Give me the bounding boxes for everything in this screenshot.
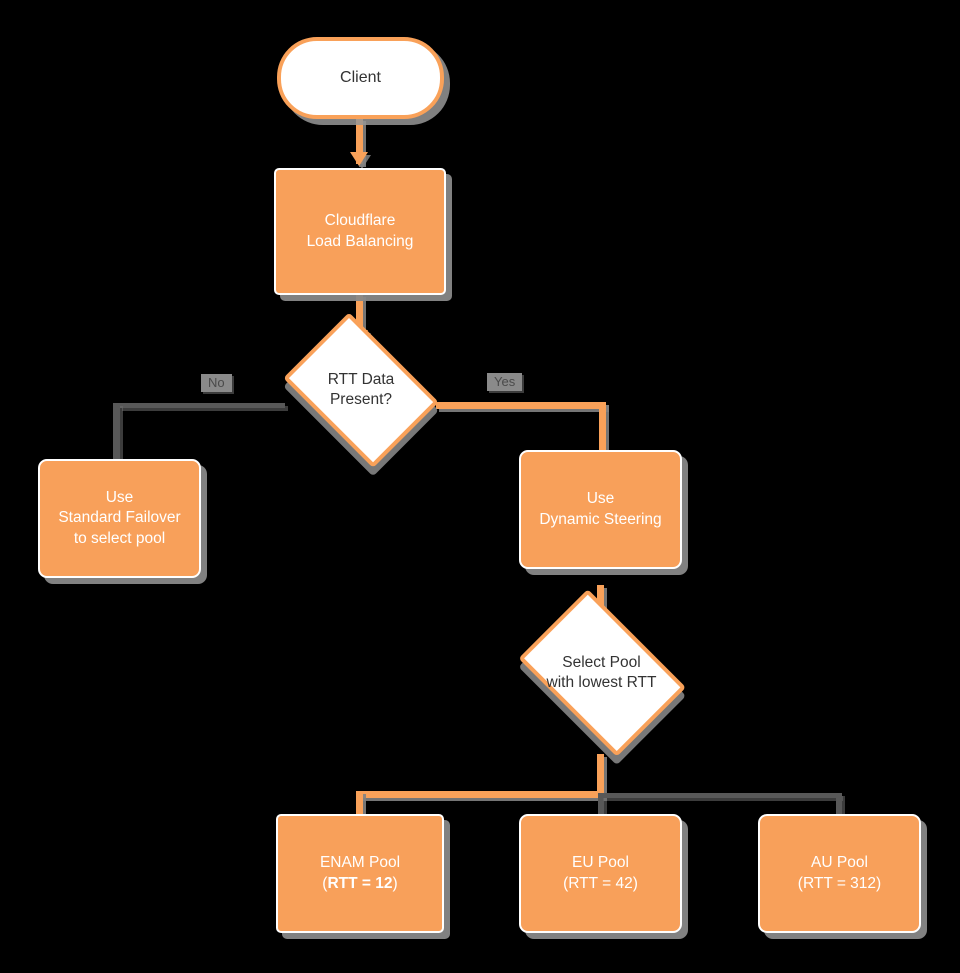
edge-label-no: No [201, 374, 232, 392]
eu-rtt-value: RTT = 42 [568, 874, 633, 892]
node-load-balancer[interactable]: Cloudflare Load Balancing [274, 168, 446, 295]
node-enam-pool-rtt: (RTT = 12) [320, 874, 400, 894]
au-rtt-paren-open: ( [797, 874, 803, 892]
node-rtt-decision-line-1: RTT Data [327, 370, 395, 388]
node-rtt-decision[interactable]: RTT Data Present? [277, 312, 445, 468]
node-select-pool-line-1: Select Pool [562, 653, 641, 671]
au-rtt-paren-close: ) [876, 874, 882, 892]
node-au-pool-name: AU Pool [811, 854, 868, 872]
node-standard-failover-line-3: to select pool [73, 529, 166, 547]
node-select-pool-line-2: with lowest RTT [546, 674, 657, 691]
node-dynamic-steering-line-2: Dynamic Steering [539, 510, 662, 528]
enam-rtt-paren-close: ) [392, 874, 398, 892]
node-load-balancer-line-1: Cloudflare [324, 212, 396, 230]
node-rtt-decision-line-2: Present? [329, 391, 393, 408]
node-eu-pool[interactable]: EU Pool (RTT = 42) [519, 814, 682, 933]
node-select-pool[interactable]: Select Pool with lowest RTT [509, 589, 694, 757]
node-enam-pool-name: ENAM Pool [319, 854, 401, 872]
node-eu-pool-rtt: (RTT = 42) [563, 874, 638, 894]
node-au-pool[interactable]: AU Pool (RTT = 312) [758, 814, 921, 933]
node-client[interactable]: Client [277, 37, 444, 119]
node-au-pool-rtt: (RTT = 312) [798, 874, 881, 894]
node-dynamic-steering-line-1: Use [586, 490, 615, 508]
node-eu-pool-name: EU Pool [572, 854, 629, 872]
node-standard-failover-line-1: Use [105, 488, 134, 506]
au-rtt-value: RTT = 312 [802, 874, 877, 892]
node-dynamic-steering[interactable]: Use Dynamic Steering [519, 450, 682, 569]
node-load-balancer-line-2: Load Balancing [306, 232, 414, 250]
node-enam-pool[interactable]: ENAM Pool (RTT = 12) [276, 814, 444, 933]
eu-rtt-paren-close: ) [632, 874, 638, 892]
eu-rtt-paren-open: ( [563, 874, 569, 892]
node-client-label: Client [340, 69, 381, 87]
enam-rtt-value: RTT = 12 [327, 874, 393, 892]
node-standard-failover-line-2: Standard Failover [58, 509, 181, 527]
node-standard-failover[interactable]: Use Standard Failover to select pool [38, 459, 201, 578]
edge-label-yes: Yes [487, 373, 523, 391]
enam-rtt-paren-open: ( [322, 874, 328, 892]
